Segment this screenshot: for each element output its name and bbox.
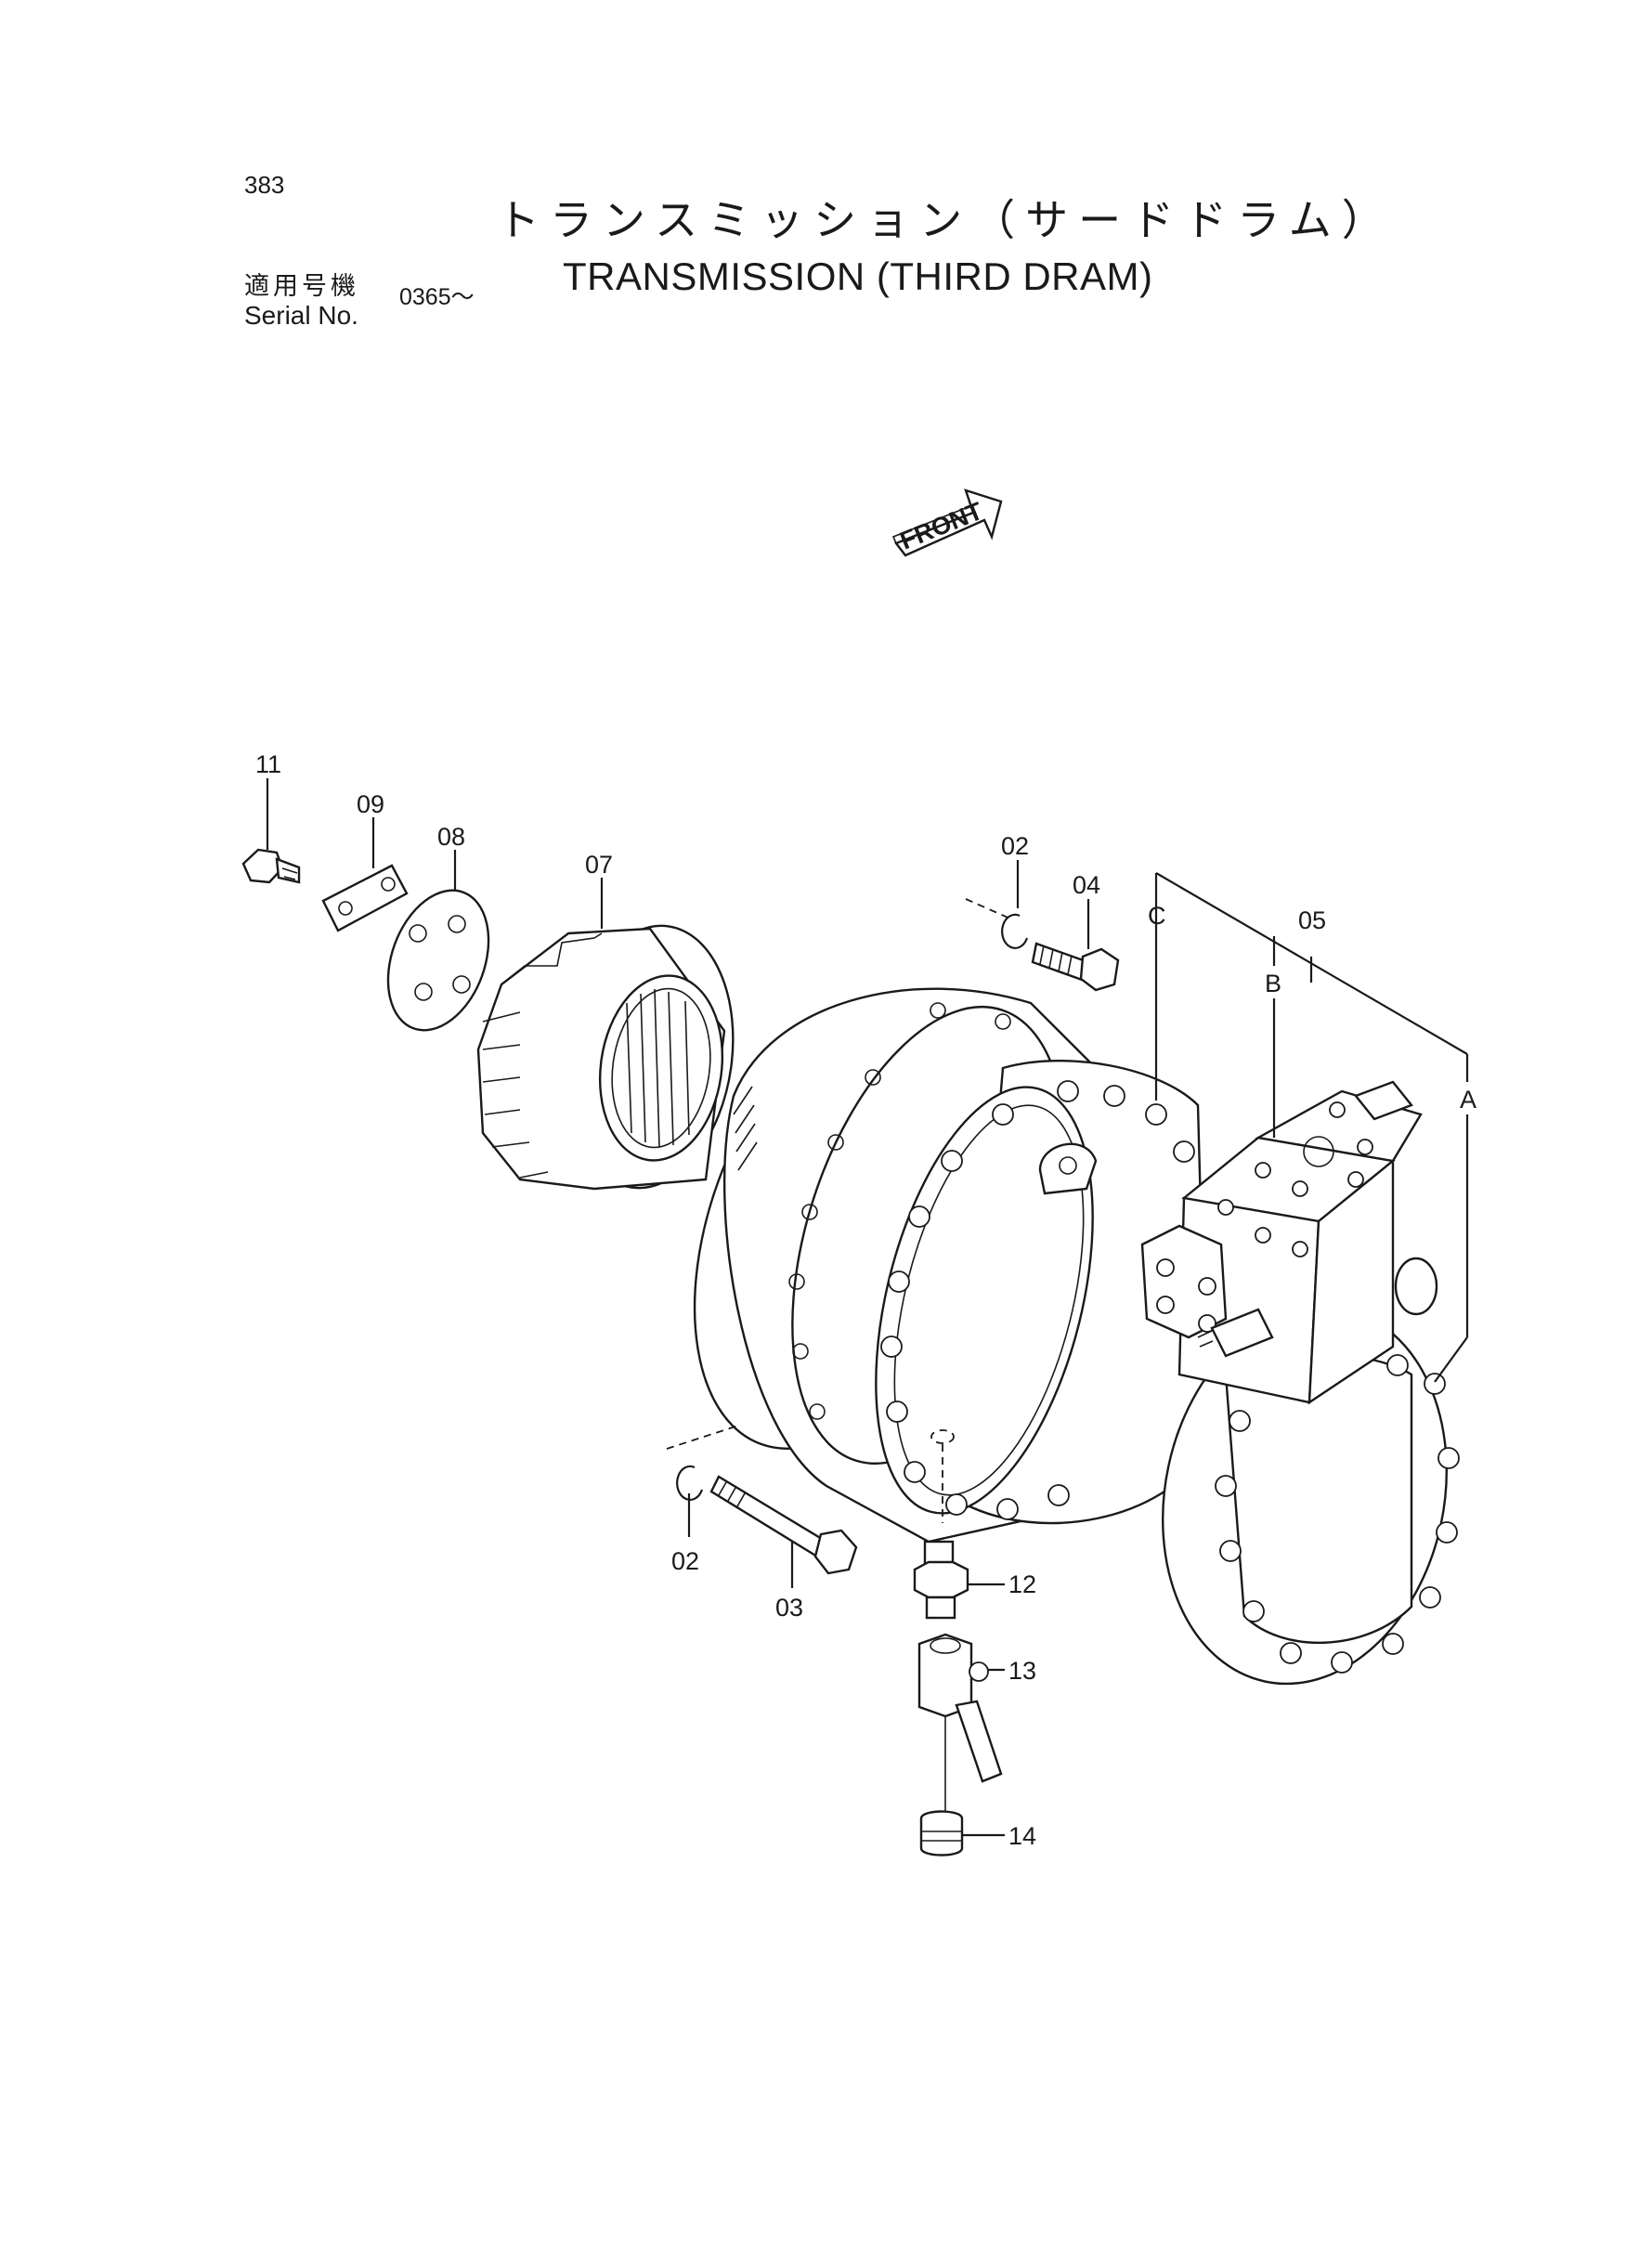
callout-05: 05 <box>1298 906 1326 934</box>
title-japanese: トランスミッション（サードドラム） <box>497 195 1395 245</box>
callout-02-top: 02 <box>1001 832 1029 860</box>
callout-14: 14 <box>1008 1822 1036 1850</box>
part-07-gear <box>476 878 735 1191</box>
callout-04: 04 <box>1073 871 1100 899</box>
callout-07: 07 <box>585 851 613 879</box>
part-02-snap-ring-bottom <box>676 1465 704 1537</box>
part-12-fitting <box>913 1540 1005 1620</box>
callout-08: 08 <box>437 823 465 851</box>
callout-12: 12 <box>1008 1570 1036 1598</box>
part-08-plate <box>386 850 490 1032</box>
page-number: 383 <box>244 171 285 199</box>
callout-group-a: A <box>1460 1086 1476 1114</box>
transmission-housing <box>666 987 1209 1544</box>
part-03-long-bolt <box>709 1475 858 1588</box>
callout-13: 13 <box>1008 1657 1036 1685</box>
part-05-group-bracket <box>1154 872 1469 1383</box>
part-14-cap <box>919 1810 1005 1857</box>
serial-label-english: Serial No. <box>244 301 358 330</box>
callout-11: 11 <box>255 750 281 778</box>
part-09-lock-plate <box>321 817 409 932</box>
callout-02-bottom: 02 <box>671 1547 699 1575</box>
serial-label-japanese: 適用号機 <box>244 272 359 301</box>
title-english: TRANSMISSION (THIRD DRAM) <box>563 254 1153 298</box>
part-13-drain-cock <box>917 1633 1005 1811</box>
serial-range: 0365～ <box>399 284 475 310</box>
part-04-bolt <box>1031 899 1120 992</box>
front-arrow-label: FRONT <box>896 497 987 555</box>
part-02-snap-ring-top <box>965 860 1029 949</box>
part-05-motor-assembly <box>1140 1080 1460 1686</box>
callout-03: 03 <box>775 1594 803 1622</box>
callout-group-c: C <box>1148 902 1166 930</box>
callout-09: 09 <box>357 790 384 818</box>
callout-group-b: B <box>1265 970 1281 997</box>
part-11-bolt <box>241 778 301 884</box>
front-arrow: FRONT <box>891 489 1003 557</box>
